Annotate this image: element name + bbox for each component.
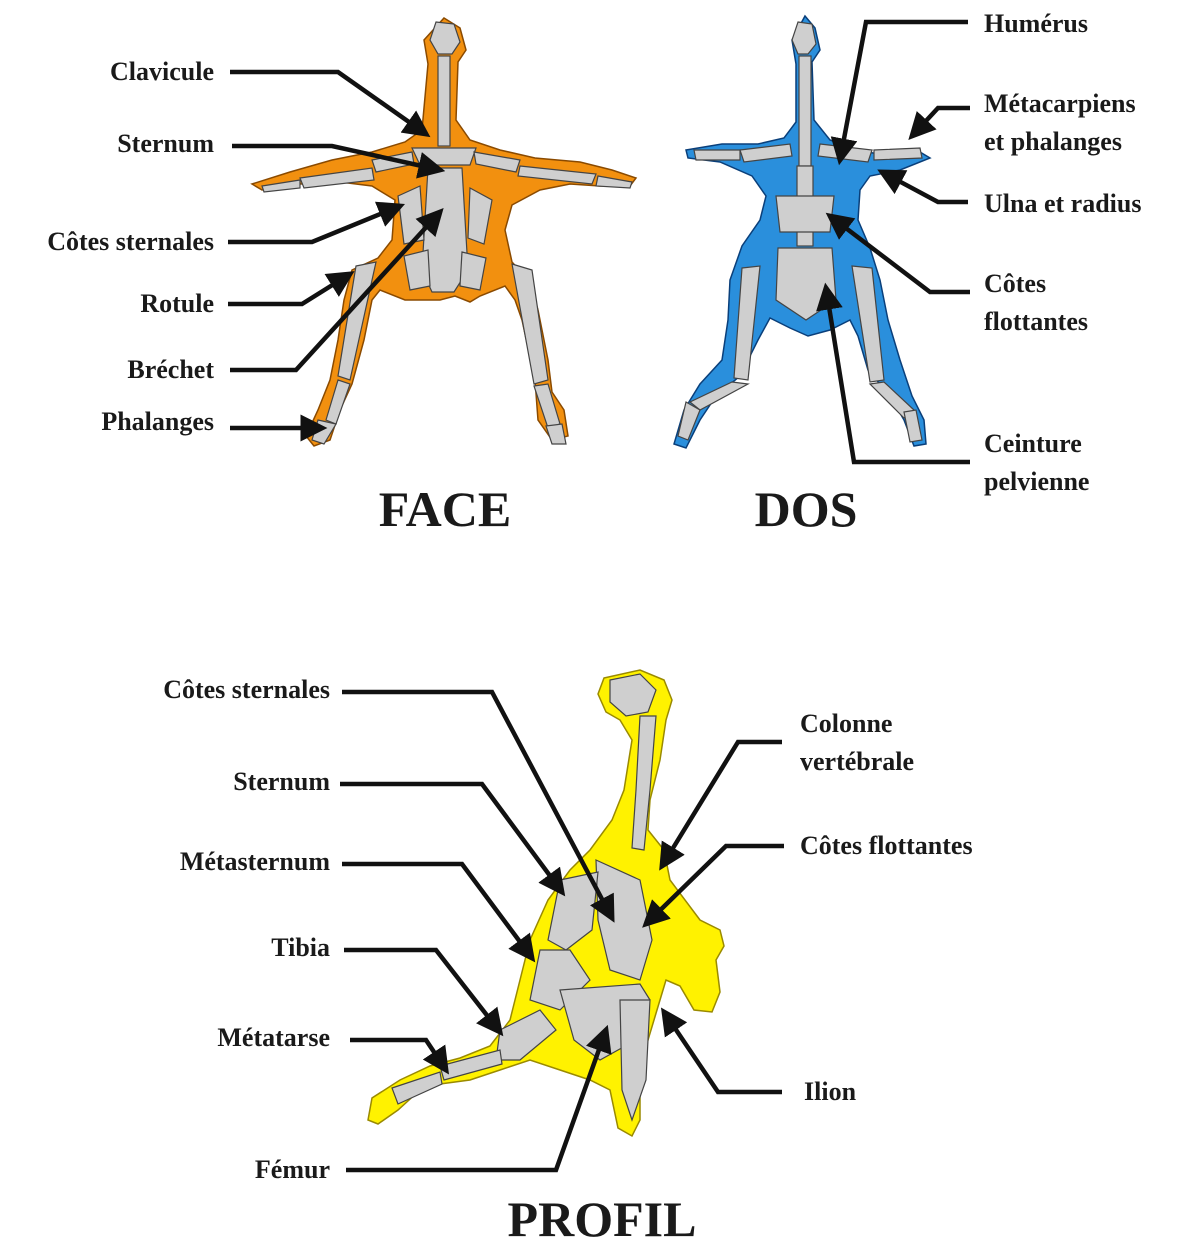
dos-skeleton bbox=[674, 16, 930, 448]
label-colonne-line1: Colonne bbox=[800, 709, 892, 738]
label-phalanges: Phalanges bbox=[101, 407, 214, 436]
label-cotes-flottantes-dos-line2: flottantes bbox=[984, 307, 1088, 336]
label-ulna-radius: Ulna et radius bbox=[984, 189, 1141, 218]
view-title-dos: DOS bbox=[755, 481, 858, 537]
label-ilion: Ilion bbox=[804, 1077, 857, 1106]
label-cotes-sternales-profil: Côtes sternales bbox=[163, 675, 330, 704]
label-brechet: Bréchet bbox=[127, 355, 214, 384]
leader-tibia bbox=[344, 950, 500, 1032]
label-humerus: Humérus bbox=[984, 9, 1088, 38]
leader-cotes-sternales-face bbox=[228, 206, 400, 242]
label-cotes-sternales-face: Côtes sternales bbox=[47, 227, 214, 256]
face-bones bbox=[262, 22, 632, 444]
view-title-profil: PROFIL bbox=[508, 1191, 697, 1247]
leader-humerus bbox=[840, 22, 968, 160]
leader-ilion bbox=[664, 1012, 782, 1092]
leader-sternum-profil bbox=[340, 784, 562, 892]
label-tibia: Tibia bbox=[271, 933, 330, 962]
label-cotes-flottantes-profil: Côtes flottantes bbox=[800, 831, 973, 860]
label-rotule: Rotule bbox=[140, 289, 214, 318]
label-metacarpiens-line2: et phalanges bbox=[984, 127, 1122, 156]
label-metasternum: Métasternum bbox=[180, 847, 331, 876]
label-sternum-profil: Sternum bbox=[233, 767, 330, 796]
leader-clavicule bbox=[230, 72, 426, 134]
label-sternum-face: Sternum bbox=[117, 129, 214, 158]
view-title-face: FACE bbox=[379, 481, 511, 537]
label-clavicule: Clavicule bbox=[110, 57, 214, 86]
label-ceinture-line1: Ceinture bbox=[984, 429, 1082, 458]
leader-ulna bbox=[882, 172, 968, 202]
label-metatarse: Métatarse bbox=[217, 1023, 330, 1052]
label-cotes-flottantes-dos-line1: Côtes bbox=[984, 269, 1046, 298]
leader-metasternum bbox=[342, 864, 532, 958]
leader-metacarpiens bbox=[912, 108, 970, 136]
label-femur: Fémur bbox=[255, 1155, 330, 1184]
leader-rotule bbox=[228, 274, 350, 304]
label-ceinture-line2: pelvienne bbox=[984, 467, 1089, 496]
label-metacarpiens-line1: Métacarpiens bbox=[984, 89, 1136, 118]
face-skeleton bbox=[252, 18, 636, 446]
label-colonne-line2: vertébrale bbox=[800, 747, 914, 776]
